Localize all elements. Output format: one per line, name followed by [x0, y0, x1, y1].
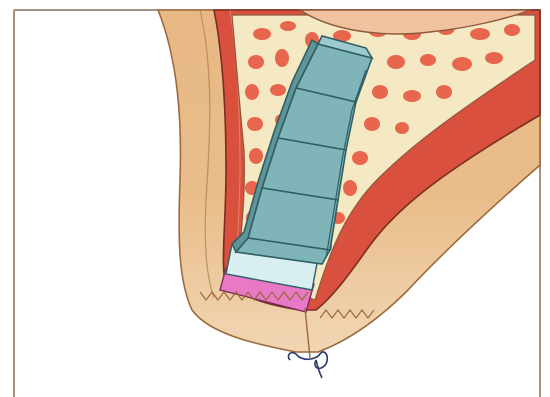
suture [288, 352, 327, 378]
